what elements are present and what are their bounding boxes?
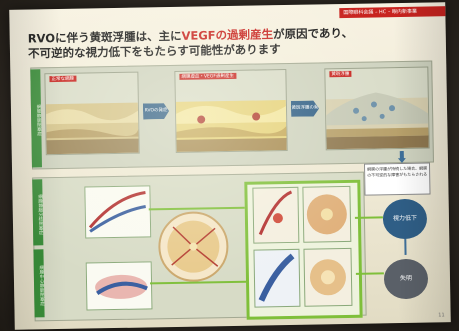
pathology-card-1	[252, 186, 300, 244]
pathology-card-4	[303, 247, 353, 307]
connector-lines	[148, 206, 407, 285]
pathology-card-3	[253, 248, 301, 308]
branch-occlusion-card	[84, 185, 152, 239]
eye-diagram	[158, 211, 229, 282]
retina-panel-vegf: 網膜虚血・VEGF過剰産生	[174, 69, 288, 153]
fundus-illustration	[306, 194, 347, 235]
hemorrhage-illustration	[258, 190, 293, 236]
vessel-cross-section	[258, 253, 295, 302]
pathology-card-2	[302, 185, 352, 243]
central-vessel-illustration	[95, 274, 148, 299]
branch-vessel-illustration	[88, 190, 146, 233]
retina-illustration-vegf	[175, 100, 287, 152]
node-vision-loss-label: 視力低下	[392, 214, 418, 223]
projector-screen: 国際眼科会議 – HC – 眼内新事業 RVOに伴う黄斑浮腫は、主にVEGFの過…	[9, 2, 451, 330]
retina-panel-edema: 黄斑浮腫	[324, 66, 430, 151]
page-number: 11	[438, 312, 445, 319]
macula-illustration	[309, 259, 346, 296]
node-blindness-label: 失明	[399, 274, 413, 283]
central-occlusion-card	[85, 261, 153, 311]
retina-illustration-normal	[45, 102, 139, 155]
retina-illustration-edema	[325, 92, 429, 150]
retina-panel-normal: 正常な網膜	[44, 71, 140, 156]
